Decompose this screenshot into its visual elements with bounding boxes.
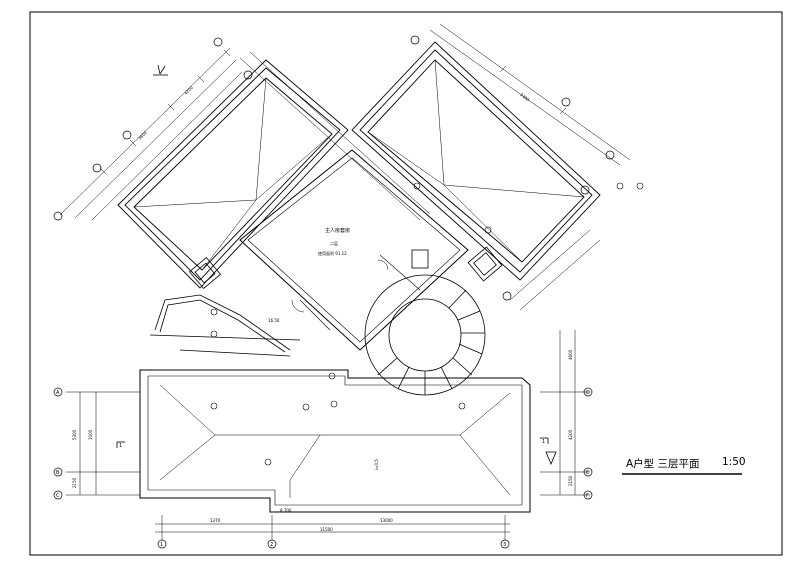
left-wing-roof (117, 59, 349, 289)
roof-slope-label: i=0.5 (374, 459, 379, 470)
axis-label-b: B (56, 470, 60, 476)
axis-label-f: F (586, 493, 589, 499)
axis-label-1: 1 (160, 542, 163, 548)
lower-roof-block (139, 369, 531, 513)
room-name-label: 主人房套房 (325, 227, 350, 234)
section-label-left: 1 (119, 443, 122, 449)
dim-left-c: 1000 (88, 429, 93, 440)
section-markers (116, 437, 557, 466)
spiral-stair (364, 274, 486, 396)
axis-label-c: C (56, 493, 60, 499)
left-wing-dimension-lines (59, 47, 431, 221)
dim-right-b: 2150 (568, 475, 573, 486)
area-mark-label: 16.50 (268, 318, 280, 323)
lower-left-walls (149, 294, 301, 357)
dim-bottom-total: 11500 (320, 527, 333, 532)
drawing-title: A户型 三层平面 (626, 458, 700, 470)
shaft-boxes (188, 246, 503, 290)
axis-label-2: 2 (270, 542, 273, 548)
dim-bottom-mid: 13000 (380, 518, 393, 523)
dim-top-a: 3600 (137, 130, 148, 141)
north-arrow (153, 64, 168, 76)
axis-label-3: 3 (503, 542, 506, 548)
axis-label-d: D (586, 390, 590, 396)
title-block: A户型 三层平面 1:50 (624, 450, 759, 474)
drawing-border (29, 11, 783, 556)
room-floor-label: 二层 (330, 240, 338, 246)
drawing-scale: 1:50 (722, 456, 746, 468)
axis-label-e: E (586, 470, 589, 476)
section-label-right: 1 (542, 439, 545, 445)
left-dimension (66, 391, 140, 496)
dim-left-b: 5300 (72, 429, 77, 440)
level-markers (210, 182, 644, 466)
bottom-dimension (155, 515, 510, 540)
room-area-label: 使用面积 91.12 (318, 250, 347, 256)
dim-bottom-left: 1370 (210, 518, 221, 523)
dim-top-c: 5300 (519, 92, 530, 103)
central-suite-walls (239, 149, 469, 351)
right-wing-roof (351, 41, 601, 281)
right-dimension (540, 330, 590, 496)
axis-bubbles (53, 35, 615, 549)
roof-elev-label: 8.700 (280, 508, 292, 513)
dim-left-a: 2150 (72, 477, 77, 488)
dim-right-c: 4600 (568, 349, 573, 360)
axis-label-a: A (56, 390, 60, 396)
dim-top-b: 4200 (183, 85, 194, 96)
right-wing-dimension-lines (429, 23, 631, 311)
dim-right-a: 4200 (568, 429, 573, 440)
